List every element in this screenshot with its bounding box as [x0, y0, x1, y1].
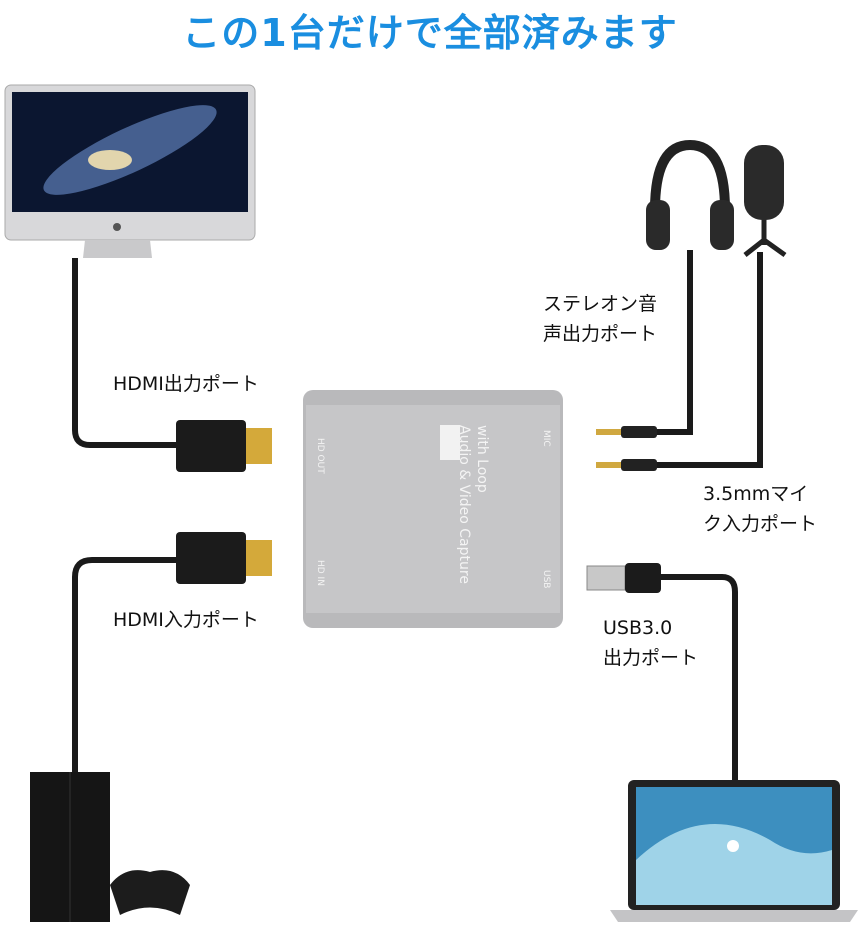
usb-cable [660, 574, 738, 782]
hdmi-out-cable [72, 258, 178, 448]
label-usb-2: 出力ポート [603, 647, 699, 669]
mic-cable [655, 252, 763, 468]
label-audio-out-2: 声出力ポート [543, 323, 658, 345]
controller-icon [110, 870, 190, 915]
microphone-icon [743, 145, 787, 258]
device-port-hd-in: HD IN [315, 560, 325, 586]
device-name-line2: with Loop [474, 425, 490, 493]
capture-device [303, 390, 563, 628]
page-title: この1台だけで全部済みます [182, 11, 678, 55]
cables [72, 250, 763, 790]
device-port-usb: USB [541, 570, 551, 589]
audio-jack-headphone [596, 426, 657, 438]
hdmi-in-connector [176, 532, 272, 584]
hdmi-in-cable [72, 557, 178, 790]
hdmi-out-connector [176, 420, 272, 472]
hd-logo [440, 425, 460, 460]
game-console-icon [30, 772, 190, 922]
laptop-icon [610, 780, 858, 922]
label-mic-in-2: ク入力ポート [703, 513, 818, 535]
headphone-cable [655, 250, 693, 435]
usb-connector [586, 563, 661, 593]
label-hdmi-out: HDMI出力ポート [113, 373, 259, 395]
audio-jack-mic [596, 459, 657, 471]
headphones-icon [646, 139, 734, 250]
label-usb-1: USB3.0 [603, 617, 673, 639]
monitor-icon [4, 84, 256, 258]
label-hdmi-in: HDMI入力ポート [113, 609, 259, 631]
device-port-mic: MIC [541, 430, 551, 447]
device-name-line1: Audio & Video Capture [456, 425, 472, 584]
label-audio-out-1: ステレオン音 [543, 293, 658, 315]
label-mic-in-1: 3.5mmマイ [703, 483, 809, 505]
device-port-hd-out: HD OUT [315, 438, 325, 474]
